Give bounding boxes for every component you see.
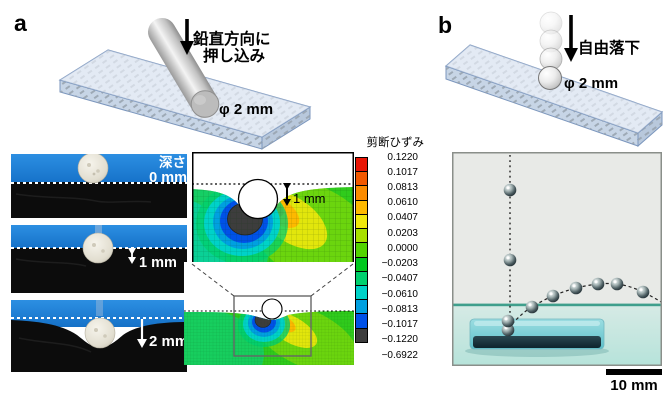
legend-tick: −0.6922 bbox=[381, 349, 418, 361]
depth-value-2mm: 2 mm bbox=[149, 333, 187, 350]
zoom-region-box bbox=[233, 295, 312, 357]
legend-color-cell bbox=[355, 256, 368, 272]
panel-b-label: b bbox=[438, 12, 453, 38]
falling-sphere-sequence bbox=[538, 11, 563, 90]
cylinder-diameter-label: φ 2 mm bbox=[219, 101, 273, 118]
fem-strain-map-overview bbox=[184, 262, 354, 365]
legend-color-cell bbox=[355, 270, 368, 286]
legend-tick: 0.0610 bbox=[387, 197, 418, 209]
fem-cylinder-cross-section bbox=[237, 178, 279, 220]
cylinder-end-photo bbox=[84, 317, 116, 349]
legend-tick: −0.1220 bbox=[381, 334, 418, 346]
legend-color-cell bbox=[355, 313, 368, 329]
legend-color-cell bbox=[355, 157, 368, 173]
legend-color-cell bbox=[355, 284, 368, 301]
legend-tick: 0.0813 bbox=[387, 182, 418, 193]
cylinder-end-photo bbox=[77, 154, 109, 184]
depth-value-1mm: 1 mm bbox=[139, 255, 177, 271]
legend-tick: −0.0610 bbox=[381, 288, 418, 300]
legend-color-cell bbox=[355, 228, 368, 244]
photo-frame bbox=[452, 152, 662, 366]
legend-color-cell bbox=[355, 327, 368, 343]
gel-strip bbox=[469, 318, 605, 350]
legend-tick: 0.0203 bbox=[387, 227, 418, 239]
background-horizon-line bbox=[452, 303, 662, 307]
legend-color-cell bbox=[355, 199, 368, 215]
legend-tick: 0.1017 bbox=[387, 166, 418, 178]
legend-color-cell bbox=[355, 171, 368, 187]
legend-tick: −0.0813 bbox=[381, 303, 418, 315]
push-action-text-line2: 押し込み bbox=[203, 46, 266, 65]
legend-colorbar bbox=[355, 157, 368, 343]
legend-title: 剪断ひずみ bbox=[366, 137, 425, 149]
panel-a-label: a bbox=[14, 10, 27, 36]
shear-strain-legend: 剪断ひずみ 0.1220 0.1017 0.0813 0.0610 0.0407… bbox=[336, 132, 426, 372]
push-action-text-line1: 鉛直方向に bbox=[193, 29, 271, 48]
indentation-photo-1mm: 1 mm bbox=[11, 225, 187, 293]
zoom-connector-right bbox=[310, 263, 354, 297]
scale-bar bbox=[606, 369, 662, 375]
cylinder-end-photo bbox=[82, 232, 114, 264]
push-rod bbox=[96, 300, 103, 316]
legend-color-cell bbox=[355, 185, 368, 201]
legend-color-cell bbox=[355, 213, 368, 230]
legend-tick: 0.0000 bbox=[387, 242, 418, 254]
indentation-photo-0mm: 深さ 0 mm bbox=[11, 154, 187, 218]
push-rod bbox=[95, 225, 102, 237]
bounce-photo bbox=[452, 152, 662, 366]
panel-b-illustration: 自由落下 φ 2 mm bbox=[444, 11, 664, 148]
free-fall-text: 自由落下 bbox=[578, 38, 640, 57]
fem-indent-label: 1 mm bbox=[293, 191, 326, 206]
depth-title: 深さ bbox=[159, 154, 186, 170]
legend-tick: −0.0407 bbox=[381, 273, 418, 285]
legend-color-cell bbox=[355, 242, 368, 258]
scale-bar-label: 10 mm bbox=[610, 377, 658, 394]
depth-value-0mm: 0 mm bbox=[149, 170, 187, 186]
panel-a-illustration: 鉛直方向に 押し込み φ 2 mm bbox=[58, 18, 312, 150]
legend-tick: 0.1220 bbox=[387, 151, 418, 163]
zoom-connector-left bbox=[191, 263, 235, 297]
fem-cylinder-cross-section bbox=[261, 298, 283, 320]
sphere-diameter-label: φ 2 mm bbox=[564, 75, 618, 92]
legend-tick: −0.0203 bbox=[381, 258, 418, 270]
legend-color-cell bbox=[355, 299, 368, 315]
fem-strain-map-zoomed: 1 mm bbox=[192, 152, 354, 264]
indentation-photo-2mm: 2 mm bbox=[11, 300, 187, 372]
legend-tick: −0.1017 bbox=[381, 319, 418, 331]
cylinder-icon bbox=[148, 18, 220, 118]
legend-tick: 0.0407 bbox=[387, 212, 418, 224]
